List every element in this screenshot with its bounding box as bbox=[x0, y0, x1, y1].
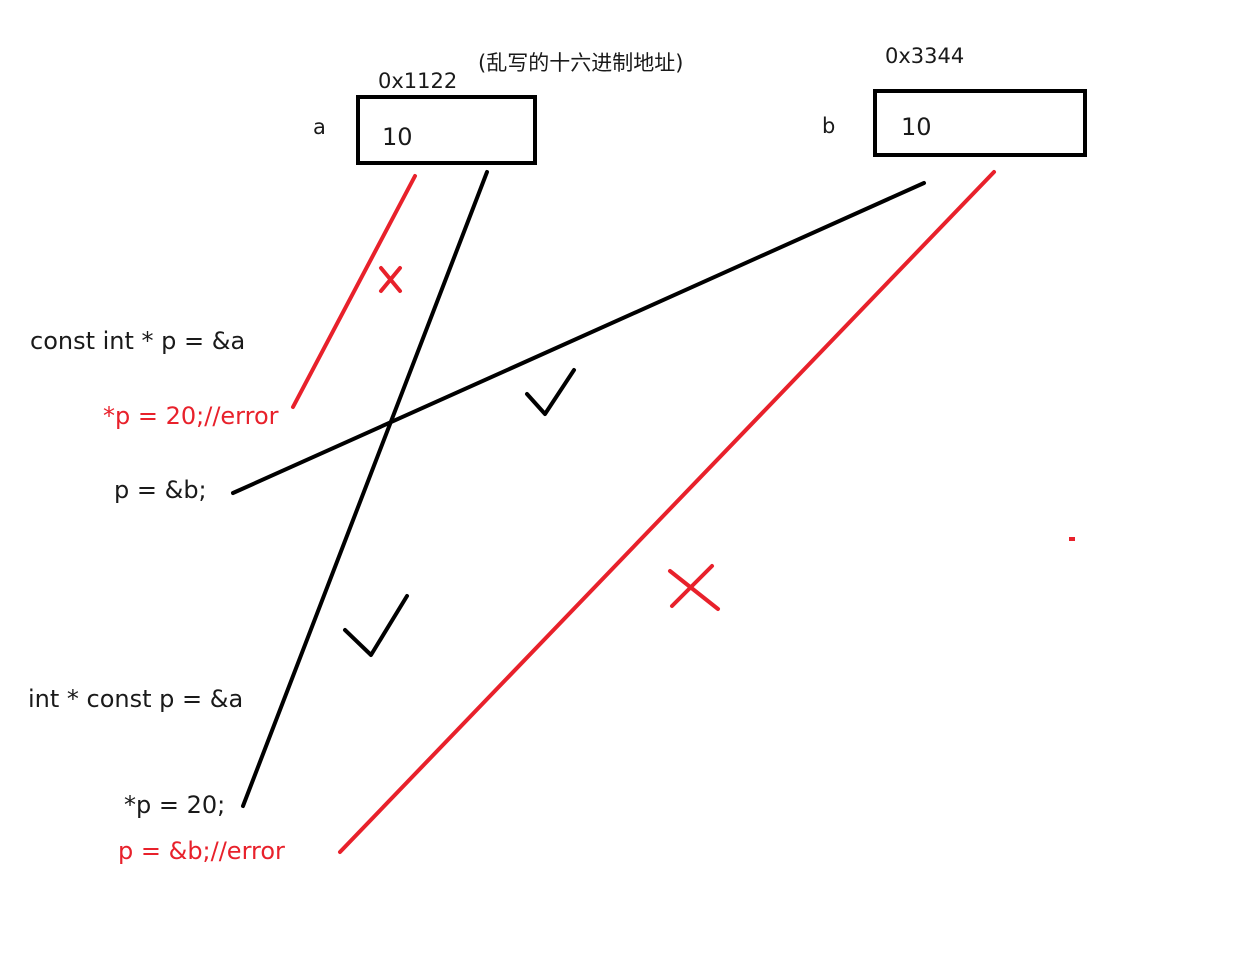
stray-dot bbox=[1069, 537, 1075, 541]
code-stmt-deref: *p = 20; bbox=[124, 791, 226, 819]
memory-box-b: 10 bbox=[873, 89, 1087, 157]
cross-icon bbox=[668, 564, 720, 611]
memory-box-a: 10 bbox=[356, 95, 537, 165]
label-b: b bbox=[822, 114, 836, 138]
label-a: a bbox=[313, 115, 326, 139]
checkmark-icon bbox=[525, 368, 576, 416]
code-decl-const-int-ptr: const int * p = &a bbox=[30, 327, 246, 355]
line-stmt3-to-a bbox=[241, 170, 489, 808]
value-b: 10 bbox=[901, 113, 932, 141]
address-b: 0x3344 bbox=[885, 44, 965, 68]
line-stmt2-to-b bbox=[231, 181, 926, 495]
checkmark-icon bbox=[343, 594, 409, 657]
line-stmt4-to-b bbox=[338, 170, 996, 854]
address-note: (乱写的十六进制地址) bbox=[478, 51, 684, 75]
code-stmt-reassign: p = &b; bbox=[114, 476, 207, 504]
code-decl-int-const-ptr: int * const p = &a bbox=[28, 685, 244, 713]
code-stmt-reassign-error: p = &b;//error bbox=[118, 837, 285, 865]
address-a: 0x1122 bbox=[378, 69, 458, 93]
code-stmt-deref-error: *p = 20;//error bbox=[103, 402, 279, 430]
cross-icon bbox=[379, 266, 402, 293]
value-a: 10 bbox=[382, 123, 413, 151]
line-stmt1-to-a bbox=[291, 174, 417, 409]
